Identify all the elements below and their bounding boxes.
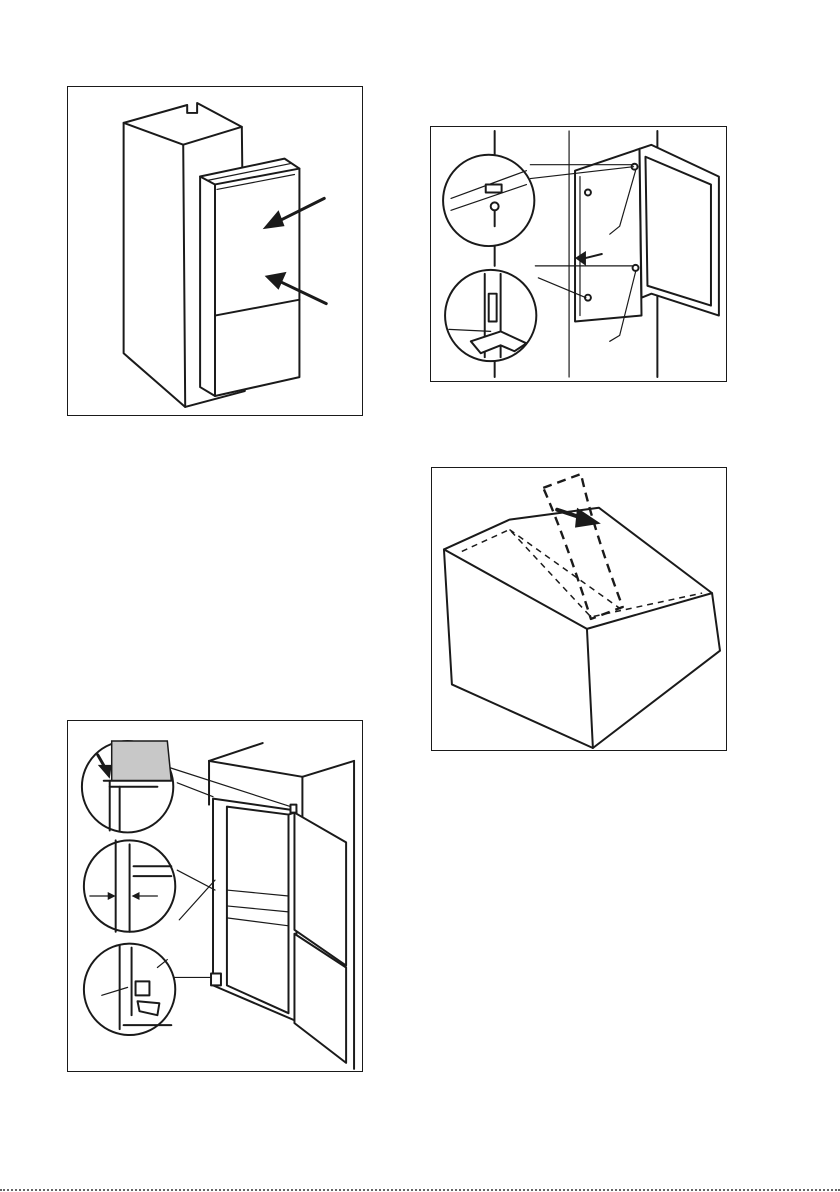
magnifier-detail-top — [443, 155, 534, 246]
figure-door-alignment — [67, 720, 363, 1072]
magnifier-detail-middle — [84, 840, 175, 931]
page-bottom-rule — [0, 1189, 840, 1191]
appliance-insertion-drawing — [68, 87, 362, 415]
magnifier-detail-bottom — [84, 944, 175, 1035]
magnifier-detail-top — [82, 741, 173, 832]
door-alignment-drawing — [68, 721, 362, 1071]
slide-arrow-icon — [575, 251, 602, 266]
figure-hinge-fixing — [430, 126, 727, 382]
figure-sealing-strip — [431, 467, 727, 751]
figure-appliance-insertion — [67, 86, 363, 416]
sealing-strip-drawing — [432, 468, 726, 750]
hinge-fixing-drawing — [431, 127, 726, 381]
box-shape — [444, 508, 720, 748]
appliance-body-shape — [213, 799, 296, 1021]
magnifier-detail-bottom — [445, 270, 536, 361]
